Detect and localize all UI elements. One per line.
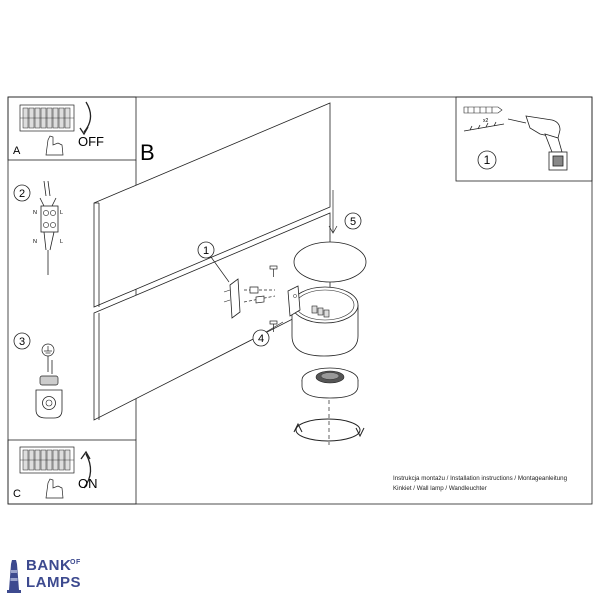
lamp-body-icon [287, 285, 359, 357]
wire-label-top-l: L [60, 210, 63, 216]
terminal-block-icon [39, 180, 59, 275]
step-4-circle [252, 329, 270, 347]
caption-line-1: Instrukcja montażu / Installation instru… [393, 475, 568, 482]
fixing-screw-icon [269, 320, 278, 332]
panel-a-letter: A [13, 145, 21, 157]
dowel-count: x2 [483, 118, 489, 124]
wire-label-bottom-l: L [60, 239, 63, 245]
bank-of-lamps-logo: BANK OF LAMPS [6, 556, 136, 596]
step-1-bracket-circle [197, 241, 215, 259]
panel-a: A OFF [7, 96, 137, 161]
wall-illustration [93, 102, 331, 421]
step-3-circle [13, 332, 31, 350]
step-1-bracket-number: 1 [203, 245, 209, 257]
bulb-socket-icon [301, 367, 359, 399]
breaker-box-off-icon [19, 104, 75, 132]
logo-word-of: OF [70, 559, 81, 566]
step-5-number: 5 [350, 216, 356, 228]
step-2-circle [13, 184, 31, 202]
curved-arrow-up-icon [80, 450, 92, 489]
screw-icon [463, 121, 505, 132]
top-cover-disc [293, 241, 367, 283]
ground-terminal-icon [35, 356, 63, 419]
logo-word-bank: BANK [26, 557, 72, 574]
tools-panel: x2 1 [455, 96, 593, 182]
wall-plug-icon [463, 106, 503, 114]
step-3-number: 3 [19, 336, 25, 348]
step-2-number: 2 [19, 188, 25, 200]
lamp-terminal-block-icon [311, 305, 330, 318]
outer-frame [7, 96, 593, 505]
panel-c: C ON [7, 439, 137, 505]
step-1-tools-number: 1 [484, 153, 491, 167]
wire-label-bottom-n: N [33, 239, 37, 245]
hand-pointing-icon [45, 135, 64, 156]
document-caption: Instrukcja montażu / Installation instru… [393, 475, 567, 493]
wire-label-top-n: N [33, 210, 37, 216]
panel-c-letter: C [13, 488, 21, 500]
panel-b-letter: B [140, 140, 155, 165]
rotation-arrow-icon [293, 418, 365, 442]
cover-screw-icon [269, 265, 278, 277]
power-drill-icon [507, 115, 568, 171]
mounting-bracket-icon [223, 278, 241, 319]
breaker-box-on-icon [19, 446, 75, 474]
hand-pointing-icon [45, 478, 64, 499]
off-label: OFF [78, 134, 104, 149]
logo-word-lamps: LAMPS [26, 574, 81, 591]
on-label: ON [78, 476, 98, 491]
step-1-tools-circle [477, 150, 497, 170]
caption-line-2: Kinkiet / Wall lamp / Wandleuchter [393, 485, 487, 492]
ground-step: 3 [13, 332, 63, 419]
step-5-circle [344, 212, 362, 230]
curved-arrow-down-icon [79, 101, 92, 136]
lighthouse-icon [7, 560, 21, 593]
wiring-step: 2 N L N L [13, 180, 63, 275]
wall-screws-icon [243, 286, 276, 304]
ground-symbol-icon [41, 343, 55, 357]
step-4-number: 4 [258, 333, 264, 345]
assembly-guide-line [328, 190, 338, 445]
